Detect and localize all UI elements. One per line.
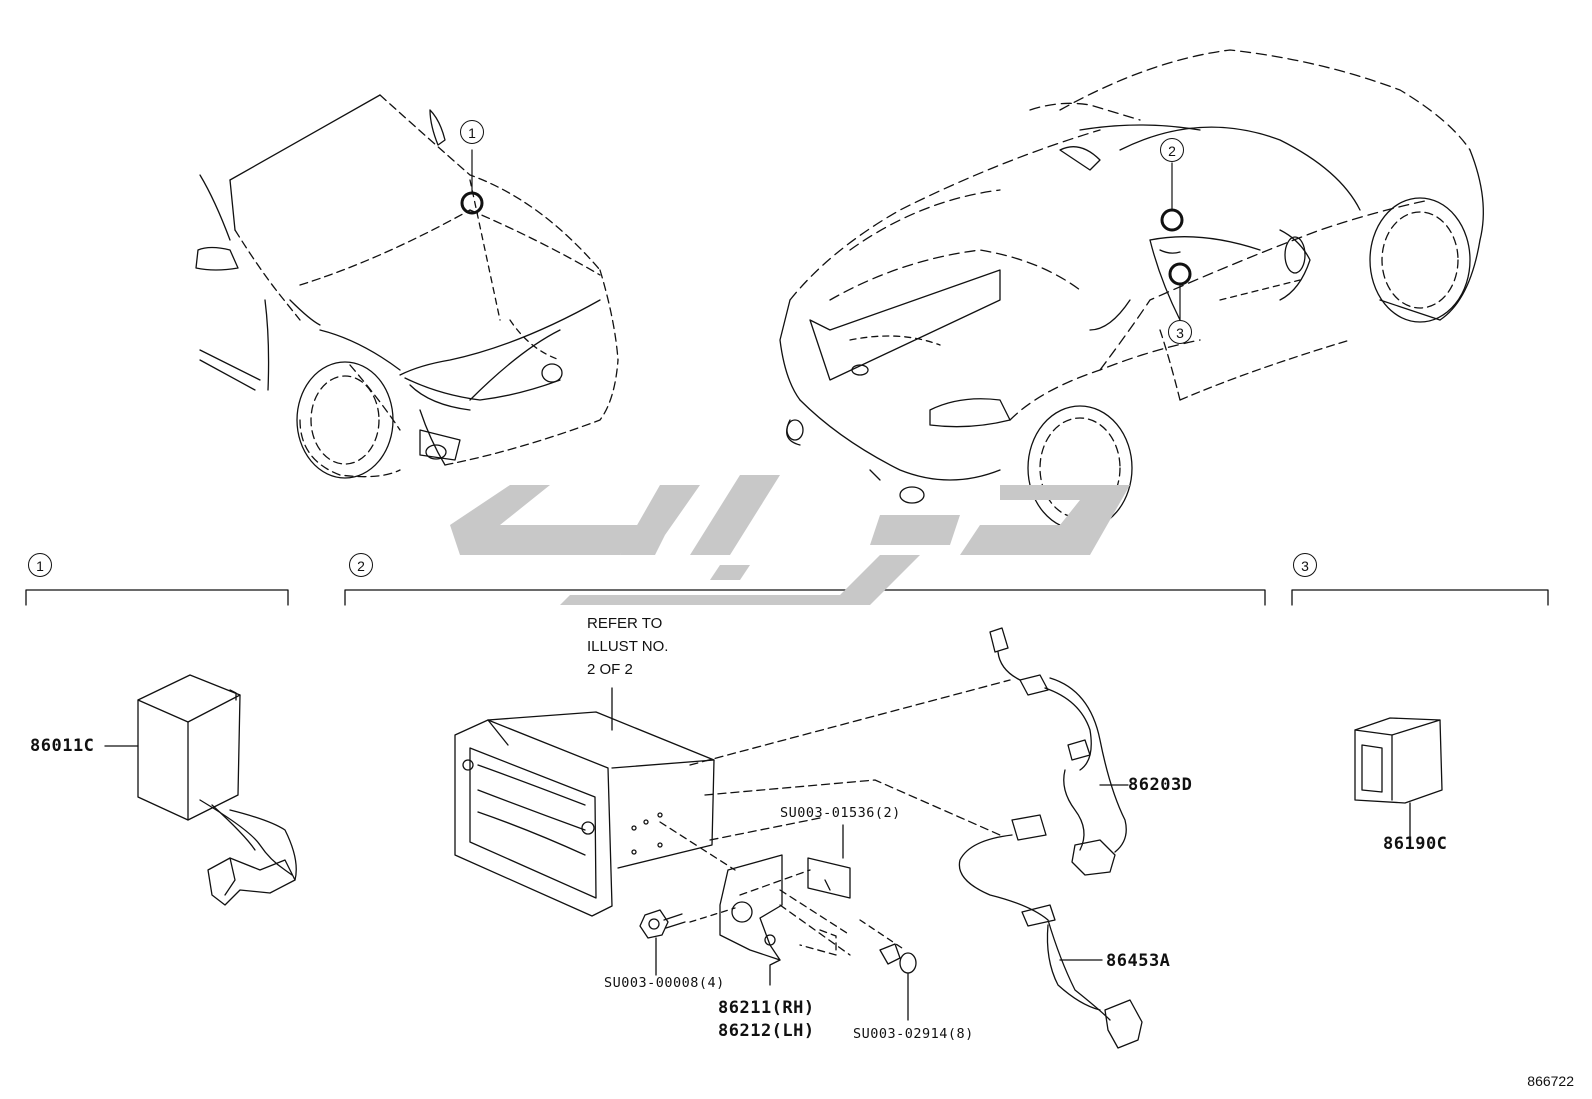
part-label-su003-00008: SU003-00008(4) [604, 975, 725, 991]
part-label-su003-02914: SU003-02914(8) [853, 1026, 974, 1042]
refer-note-line2: ILLUST NO. [587, 638, 669, 655]
callout-3-car: 3 [1168, 320, 1192, 344]
part-label-su003-01536: SU003-01536(2) [780, 805, 901, 821]
module-86011c [104, 674, 297, 906]
part-label-86190c: 86190C [1383, 834, 1448, 854]
switch-86190c [1354, 717, 1443, 839]
head-unit [454, 679, 1011, 917]
bracket-86211-86212 [689, 824, 906, 986]
figure-number: 866722 [1527, 1073, 1574, 1089]
screw-su003-02914 [879, 943, 917, 1021]
watermark-logo [450, 475, 1130, 605]
section-brackets [25, 589, 1549, 606]
screw-su003-00008 [639, 909, 686, 976]
section-2-marker: 2 [349, 553, 373, 577]
refer-note-line1: REFER TO [587, 615, 663, 632]
part-label-86453a: 86453A [1106, 951, 1171, 971]
part-label-86203d: 86203D [1128, 775, 1193, 795]
section-3-marker: 3 [1293, 553, 1317, 577]
harness-86203d [989, 627, 1129, 876]
harness-86453a [958, 814, 1143, 1049]
part-label-86212-lh: 86212(LH) [718, 1021, 815, 1041]
car-interior-view [779, 49, 1484, 531]
section-1-marker: 1 [28, 553, 52, 577]
refer-note: REFER TO ILLUST NO. 2 OF 2 [587, 612, 668, 681]
callout-1-car: 1 [460, 120, 484, 144]
part-label-86011c: 86011C [30, 736, 95, 756]
part-label-86211-rh: 86211(RH) [718, 998, 815, 1018]
refer-note-line3: 2 OF 2 [587, 661, 633, 678]
callout-2-car: 2 [1160, 138, 1184, 162]
car-front-view [195, 94, 619, 479]
